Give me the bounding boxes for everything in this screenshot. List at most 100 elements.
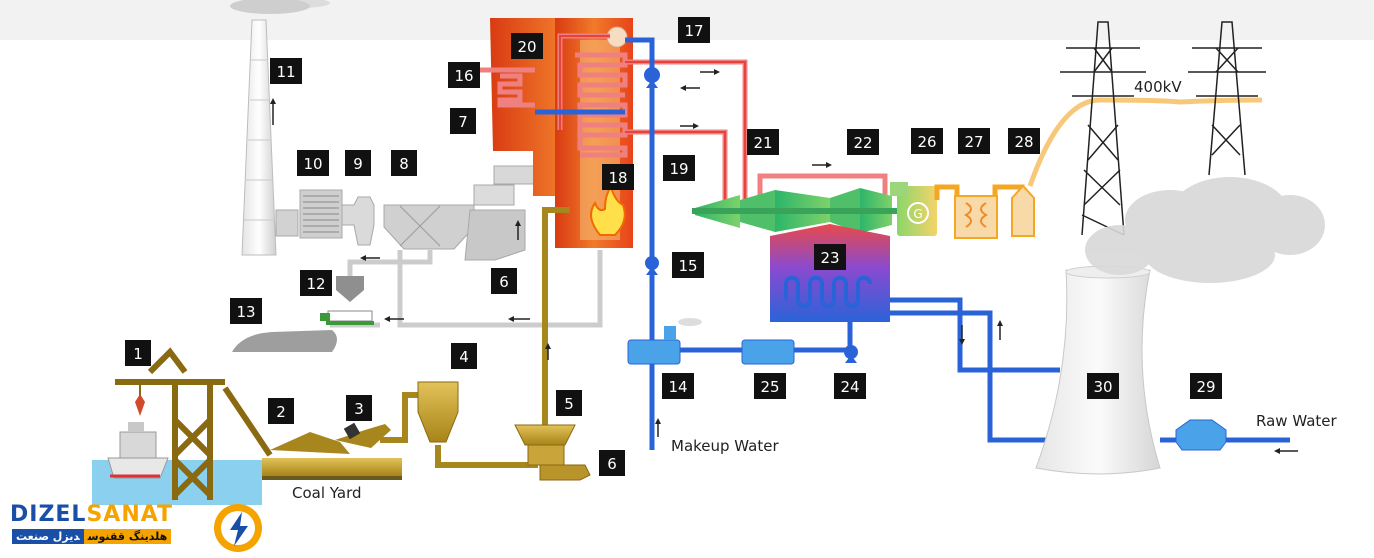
label-15: 15 [672,252,704,278]
transformer [954,195,998,239]
brand-subtitle-part1: هلدینگ ققنوس [83,529,172,544]
label-27: 27 [958,128,990,154]
reheat-crossover-pipe [757,173,888,205]
voltage-label: 400kV [1134,78,1182,96]
svg-text:4: 4 [459,348,469,366]
svg-text:6: 6 [499,273,509,291]
boiler-feed-pump [644,67,660,88]
makeup-water-label: Makeup Water [671,437,779,455]
label-14: 14 [662,373,694,399]
label-10: 10 [297,150,329,176]
flue-gas-duct [275,165,550,261]
svg-text:11: 11 [276,63,295,81]
feedwater-heater [741,339,795,365]
svg-text:21: 21 [753,134,772,152]
label-7: 7 [450,108,476,134]
coal-ship [107,422,169,479]
label-9: 9 [345,150,371,176]
svg-text:22: 22 [853,134,872,152]
svg-text:29: 29 [1196,378,1215,396]
svg-text:5: 5 [564,395,574,413]
transmission-tower-2 [1188,21,1266,176]
label-25: 25 [754,373,786,399]
label-23: 23 [814,244,846,270]
transmission-line [1027,97,1263,187]
label-28: 28 [1008,128,1040,154]
label-19: 19 [663,155,695,181]
svg-text:3: 3 [354,400,364,418]
brand-part2: SANAT [86,502,174,527]
label-21: 21 [747,129,779,155]
svg-text:1: 1 [133,345,143,363]
svg-text:25: 25 [760,378,779,396]
ash-silo [336,276,364,302]
condenser [770,224,890,322]
coal-yard-ground [262,458,402,476]
label-20: 20 [511,33,543,59]
label-3: 3 [346,395,372,421]
grab-bucket [135,394,145,416]
deaerator [627,318,702,365]
generator-symbol: G [913,207,922,221]
label-1: 1 [125,340,151,366]
label-5: 5 [556,390,582,416]
feedwater-pump [645,256,659,275]
label-8: 8 [391,150,417,176]
label-30: 30 [1087,373,1119,399]
label-6-bottom: 6 [599,450,625,476]
ash-heap [232,330,337,352]
switchyard [1011,184,1035,237]
svg-text:6: 6 [607,455,617,473]
svg-text:24: 24 [840,378,859,396]
brand-subtitle: هلدینگ ققنوسدیزل صنعت [12,529,172,544]
pulverizer [514,424,591,481]
logo-emblem [214,504,262,552]
svg-text:19: 19 [669,160,688,178]
svg-text:16: 16 [454,67,473,85]
label-13: 13 [230,298,262,324]
raw-water-intake [1175,419,1227,451]
label-26: 26 [911,128,943,154]
svg-text:2: 2 [276,403,286,421]
svg-text:13: 13 [236,303,255,321]
svg-text:8: 8 [399,155,409,173]
label-24: 24 [834,373,866,399]
ash-truck [320,310,374,325]
label-12: 12 [300,270,332,296]
condensate-pump [844,345,858,363]
raw-water-label: Raw Water [1256,412,1337,430]
unloading-crane [115,347,273,500]
coal-yard-label: Coal Yard [292,484,362,502]
transmission-tower-1 [1060,21,1146,236]
label-11: 11 [270,58,302,84]
svg-text:30: 30 [1093,378,1112,396]
brand-logo: DIZELSANAT [10,502,173,527]
svg-text:20: 20 [517,38,536,56]
svg-text:23: 23 [820,249,839,267]
label-4: 4 [451,343,477,369]
label-29: 29 [1190,373,1222,399]
label-2: 2 [268,398,294,424]
svg-text:26: 26 [917,133,936,151]
label-18: 18 [602,164,634,190]
svg-text:17: 17 [684,22,703,40]
label-22: 22 [847,129,879,155]
brand-part1: DIZEL [10,502,87,527]
svg-text:10: 10 [303,155,322,173]
svg-text:12: 12 [306,275,325,293]
svg-text:27: 27 [964,133,983,151]
chimney [230,0,330,256]
svg-text:15: 15 [678,257,697,275]
pulverized-coal-line [542,207,570,425]
feedwater-pipe [535,37,1290,450]
brand-subtitle-part2: دیزل صنعت [12,529,84,544]
svg-text:14: 14 [668,378,687,396]
coal-bunker [417,381,459,443]
label-6-top: 6 [491,268,517,294]
generator: G [890,182,937,236]
steam-cloud [1085,177,1325,283]
label-16: 16 [448,62,480,88]
svg-text:18: 18 [608,169,627,187]
svg-text:7: 7 [458,113,468,131]
